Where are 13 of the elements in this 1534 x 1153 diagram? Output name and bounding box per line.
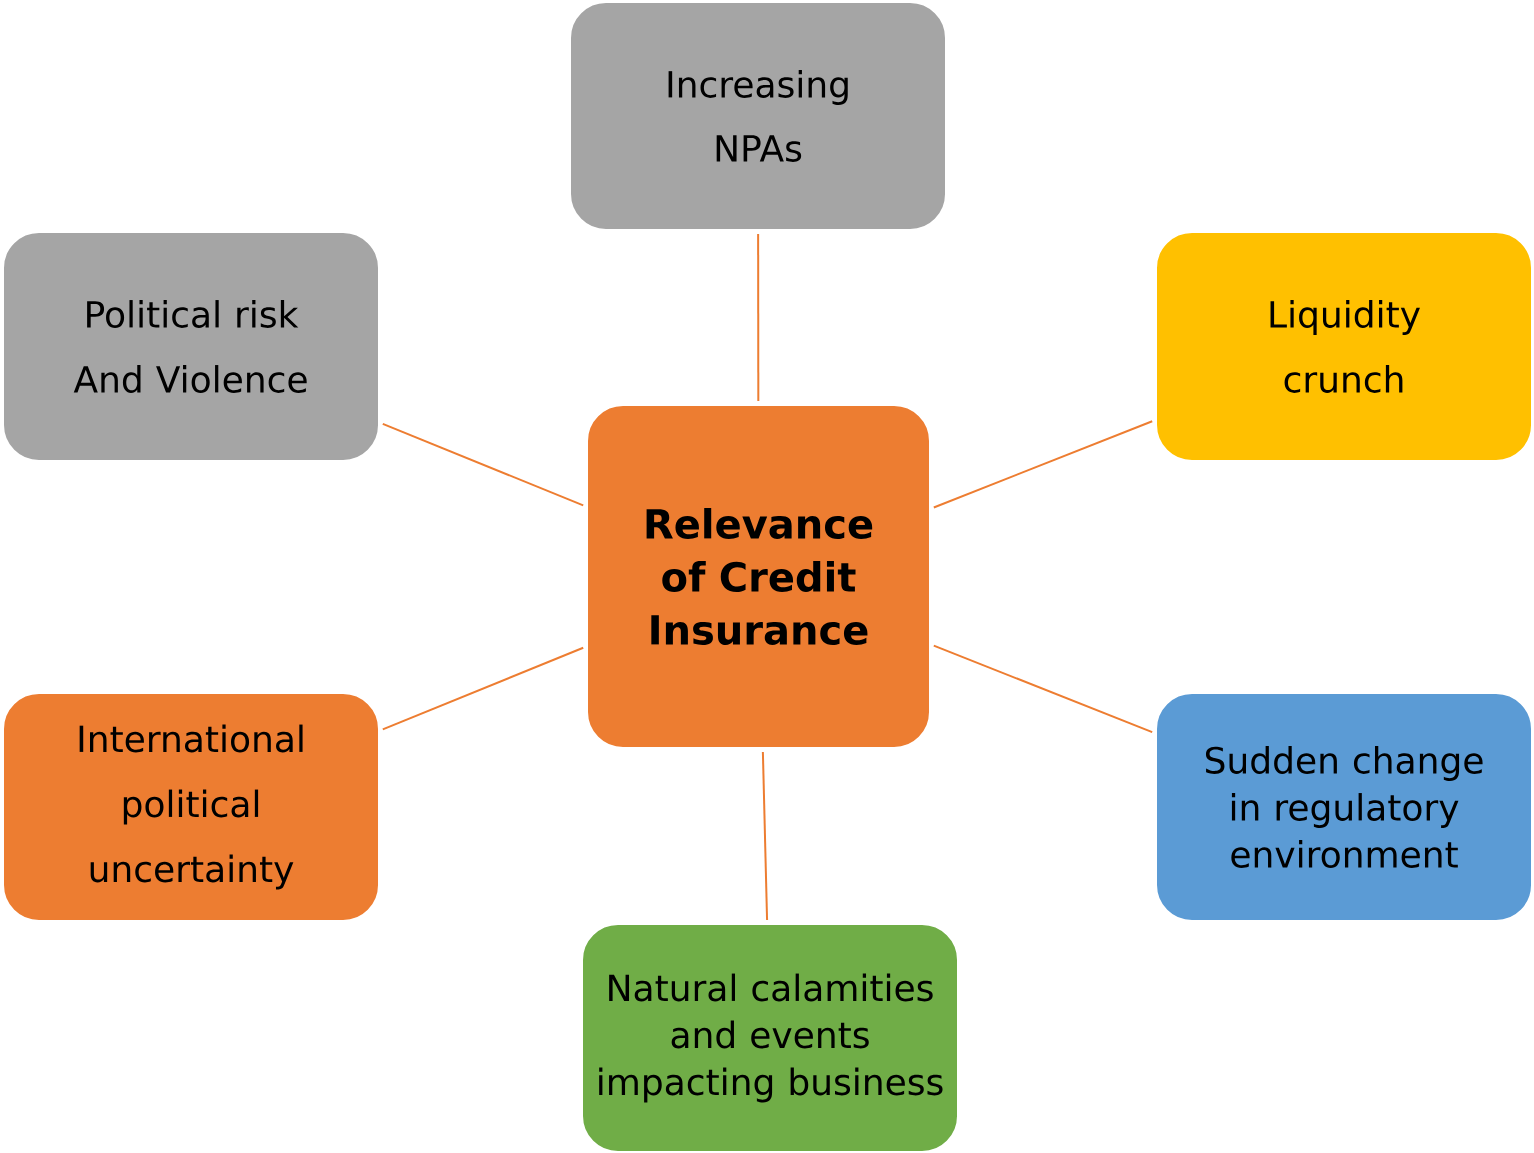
connector-line [932, 644, 1154, 734]
topic-box: International political uncertainty [2, 692, 380, 922]
connector-line [757, 233, 760, 402]
connector-line [381, 422, 585, 507]
topic-box: Liquidity crunch [1155, 231, 1533, 462]
topic-box: Increasing NPAs [569, 1, 947, 231]
connector-line [761, 751, 769, 921]
topic-box: Political risk And Violence [2, 231, 380, 462]
topic-box: Natural calamities and events impacting business [581, 923, 959, 1153]
connector-line [932, 420, 1154, 509]
topic-box: Sudden change in regulatory environment [1155, 692, 1533, 922]
central-box: Relevance of Credit Insurance [586, 404, 931, 749]
connector-line [381, 646, 585, 731]
